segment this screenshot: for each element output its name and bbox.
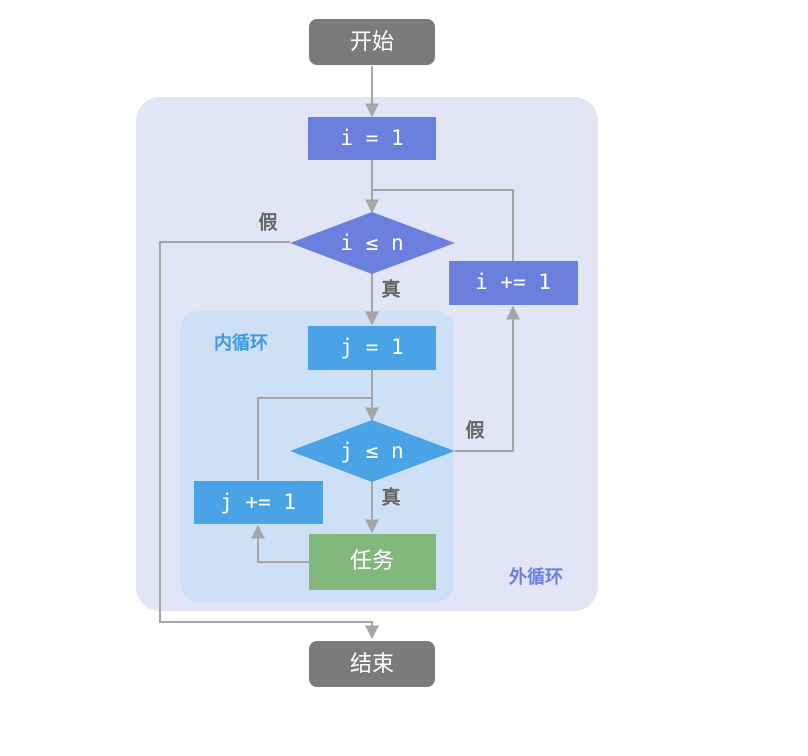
- edge-cond-i-false: [159, 241, 379, 640]
- init-i-label: i = 1: [340, 126, 403, 150]
- edge-task-to-inc-j: [251, 524, 310, 563]
- task-label: 任务: [350, 549, 394, 574]
- cond-j-label: j ≤ n: [340, 439, 403, 463]
- inc-i-label: i += 1: [475, 270, 551, 294]
- start-label: 开始: [350, 30, 394, 55]
- edge-inc-i-loop-back: [372, 189, 514, 262]
- inc-j-label: j += 1: [220, 490, 296, 514]
- outer-loop-label: 外循环: [509, 566, 563, 588]
- end-label: 结束: [350, 652, 394, 677]
- cond-i-label: i ≤ n: [340, 231, 403, 255]
- task-node: 任务: [309, 534, 436, 590]
- cond-i-node: i ≤ n: [290, 212, 455, 274]
- inner-true-label: 真: [381, 486, 400, 509]
- edge-inc-j-loop-back: [257, 397, 372, 480]
- start-node: 开始: [309, 19, 435, 65]
- init-j-label: j = 1: [340, 335, 403, 359]
- init-j-node: j = 1: [308, 326, 436, 370]
- outer-true-label: 真: [381, 278, 400, 301]
- outer-false-label: 假: [258, 211, 277, 234]
- init-i-node: i = 1: [308, 117, 436, 160]
- inc-j-node: j += 1: [194, 481, 323, 524]
- end-node: 结束: [309, 641, 435, 687]
- inner-false-label: 假: [465, 419, 484, 442]
- cond-j-node: j ≤ n: [290, 420, 455, 482]
- inner-loop-label: 内循环: [214, 332, 268, 354]
- inc-i-node: i += 1: [449, 261, 578, 305]
- edge-cond-j-false: [455, 305, 520, 452]
